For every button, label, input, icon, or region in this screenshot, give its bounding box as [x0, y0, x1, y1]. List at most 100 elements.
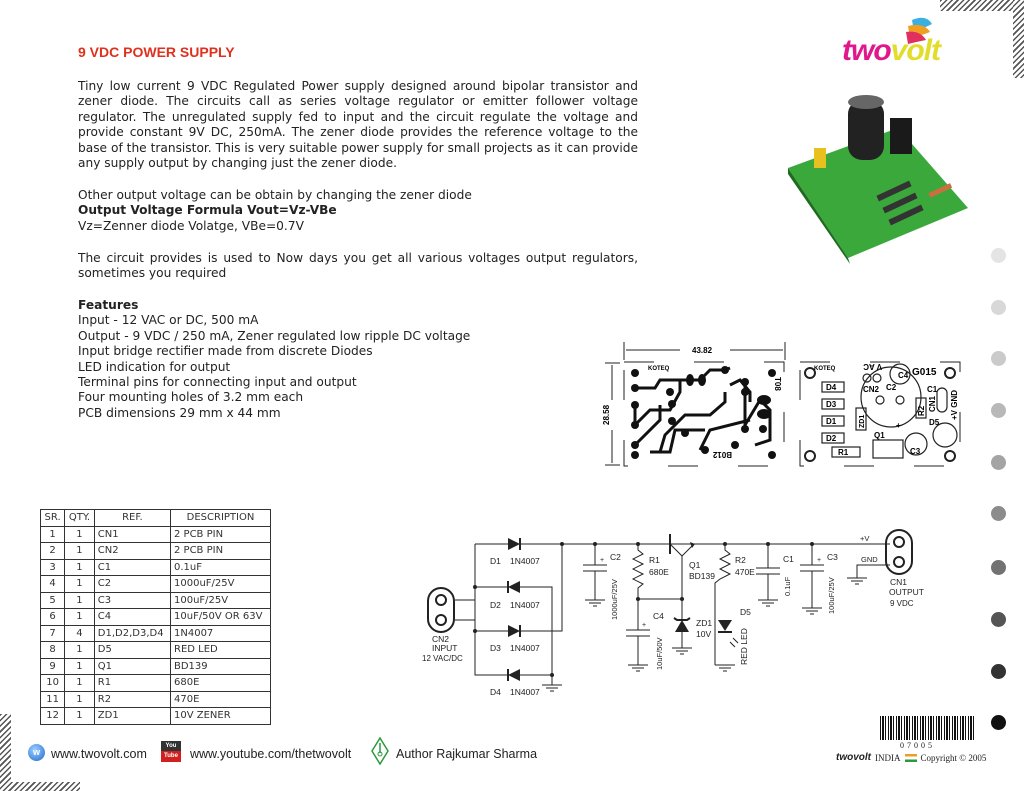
formula-intro: Other output voltage can be obtain by ch…	[78, 188, 472, 202]
label-d3: D3	[490, 643, 501, 653]
pcb-label-plus: +	[896, 421, 901, 430]
product-photo	[778, 88, 970, 274]
page-title: 9 VDC POWER SUPPLY	[78, 44, 235, 60]
pcb-label-d4: D4	[826, 383, 837, 392]
label-q1: Q1	[689, 560, 701, 570]
logo-volt: volt	[890, 34, 941, 67]
label-output-voltage: 9 VDC	[890, 599, 914, 608]
pcb-label-vac: V AC	[863, 362, 882, 371]
pcb-label-d5: D5	[929, 418, 940, 427]
website-link[interactable]: www.twovolt.com	[51, 747, 147, 761]
corner-hatch-bottom-left	[0, 714, 11, 791]
label-input: INPUT	[432, 643, 458, 653]
intro-paragraph: Tiny low current 9 VDC Regulated Power s…	[78, 79, 638, 171]
cell-sr: 6	[39, 608, 66, 626]
cell-ref: CN1	[93, 525, 172, 543]
label-r2: R2	[735, 555, 746, 565]
feature-item: PCB dimensions 29 mm x 44 mm	[78, 405, 281, 420]
ground-symbols	[542, 577, 867, 692]
decor-dot	[991, 300, 1006, 315]
label-c4: C4	[653, 611, 664, 621]
cell-description: RED LED	[170, 641, 271, 659]
cell-qty: 1	[64, 575, 95, 593]
pen-nib-icon	[371, 737, 389, 765]
label-zd1: ZD1	[696, 618, 712, 628]
footer-country: INDIA	[875, 752, 901, 763]
plus-c3: +	[817, 557, 821, 564]
cell-description: 470E	[170, 690, 271, 708]
label-zd1-value: 10V	[696, 629, 711, 639]
feature-item: LED indication for output	[78, 359, 231, 374]
label-d1-part: 1N4007	[510, 556, 540, 566]
cell-qty: 1	[64, 674, 95, 692]
cell-sr: 1	[39, 525, 66, 543]
col-qty: QTY.	[64, 509, 95, 527]
cell-description: 1000uF/25V	[170, 575, 271, 593]
label-d4-part: 1N4007	[510, 687, 540, 697]
cell-ref: ZD1	[93, 707, 172, 725]
cell-ref: CN2	[93, 542, 172, 560]
pcb-label-r1: R1	[838, 448, 849, 457]
connector-symbols	[427, 529, 913, 633]
label-d3-part: 1N4007	[510, 643, 540, 653]
cell-sr: 12	[39, 707, 66, 725]
cell-ref: C2	[93, 575, 172, 593]
youtube-link[interactable]: www.youtube.com/thetwovolt	[190, 747, 352, 761]
label-cn1: CN1	[890, 577, 907, 587]
label-input-voltage: 12 VAC/DC	[422, 654, 463, 663]
cell-sr: 11	[39, 690, 66, 708]
label-c4-value: 10uF/50V	[655, 637, 664, 670]
label-c2: C2	[610, 552, 621, 562]
decor-dot	[991, 455, 1006, 470]
pcb-label-vgnd: +V GND	[950, 390, 959, 420]
pcb-label-cn2: CN2	[863, 385, 880, 394]
formula-heading: Output Voltage Formula Vout=Vz-VBe	[78, 203, 337, 218]
cell-ref: R2	[93, 690, 172, 708]
pcb-label-zd1: ZD1	[859, 415, 866, 428]
label-gnd: GND	[861, 555, 878, 564]
cell-ref: C3	[93, 591, 172, 609]
cell-description: 0.1uF	[170, 558, 271, 576]
barcode-number: 07005	[900, 741, 935, 750]
pcb-layout-drawings: 43.82 28.58 KOTEQ B012 T08 D4 D3 D1 D2 R…	[602, 342, 961, 467]
logo-swirl-icon	[906, 17, 932, 44]
label-r1-value: 680E	[649, 567, 669, 577]
label-d2-part: 1N4007	[510, 600, 540, 610]
cell-sr: 10	[39, 674, 66, 692]
label-d2: D2	[490, 600, 501, 610]
label-c1: C1	[783, 554, 794, 564]
author: Author Rajkumar Sharma	[396, 747, 538, 761]
cell-qty: 1	[64, 542, 95, 560]
label-d1: D1	[490, 556, 501, 566]
label-r1: R1	[649, 555, 660, 565]
note-paragraph: The circuit provides is used to Now days…	[78, 251, 638, 281]
cell-qty: 1	[64, 657, 95, 675]
cell-sr: 4	[39, 575, 66, 593]
cell-description: 10V ZENER	[170, 707, 271, 725]
decor-dot	[991, 351, 1006, 366]
features-section: Features Input - 12 VAC or DC, 500 mA Ou…	[78, 298, 638, 421]
cell-sr: 3	[39, 558, 66, 576]
features-heading: Features	[78, 298, 139, 312]
formula-definition: Vz=Zenner diode Volatge, VBe=0.7V	[78, 218, 304, 233]
pcb-label-c3: C3	[910, 447, 921, 456]
cell-ref: Q1	[93, 657, 172, 675]
cell-ref: R1	[93, 674, 172, 692]
label-c1-value: 0.1uF	[783, 576, 792, 596]
cell-sr: 8	[39, 641, 66, 659]
col-ref: REF.	[93, 509, 172, 527]
decor-dot	[991, 403, 1006, 418]
col-description: DESCRIPTION	[170, 509, 271, 527]
feature-item: Terminal pins for connecting input and o…	[78, 375, 357, 390]
cell-qty: 1	[64, 641, 95, 659]
corner-hatch-right	[1013, 0, 1024, 78]
label-c3-value: 100uF/25V	[827, 577, 836, 614]
label-c3: C3	[827, 552, 838, 562]
